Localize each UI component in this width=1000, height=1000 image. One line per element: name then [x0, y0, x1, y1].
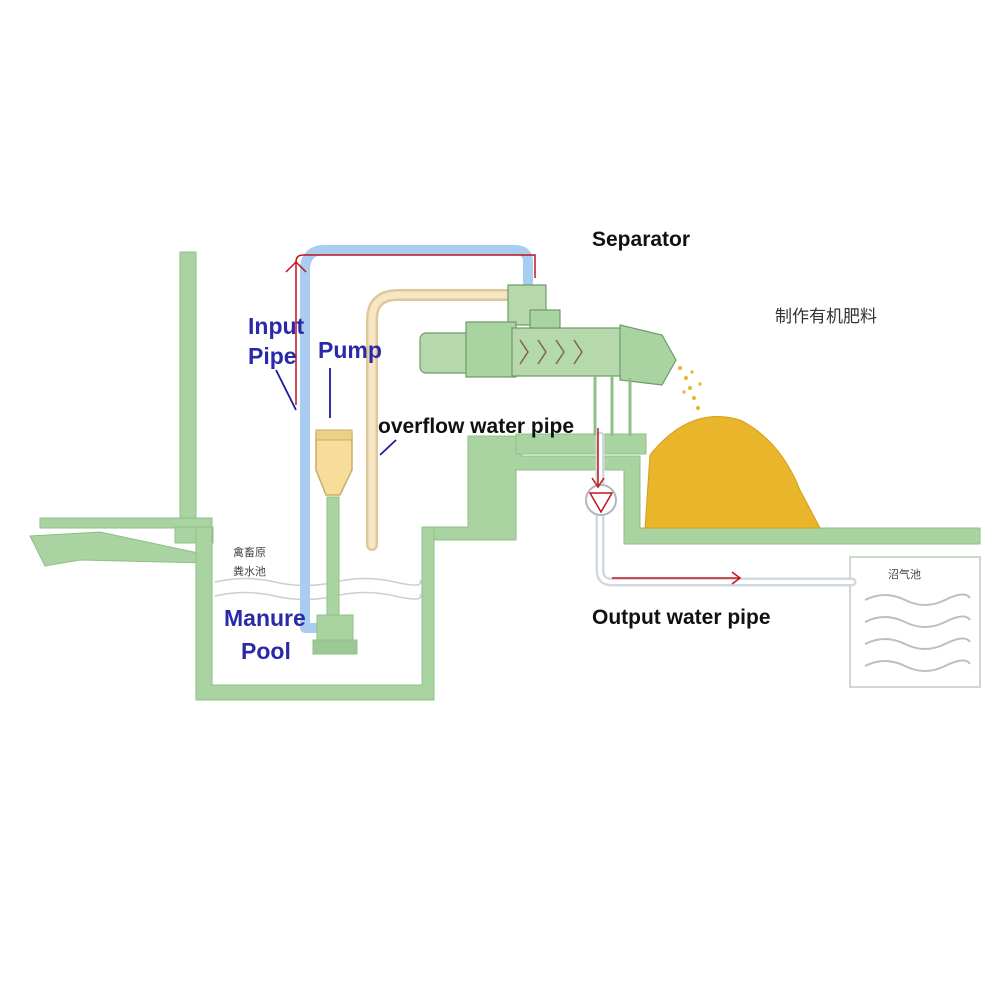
biogas-pool — [849, 556, 981, 688]
output-pipe-label: Output water pipe — [592, 606, 771, 629]
separator-label: Separator — [592, 228, 690, 251]
pump-label: Pump — [318, 337, 382, 363]
separator-platform — [422, 435, 981, 545]
pump-cap — [315, 429, 353, 441]
concrete-structure — [29, 251, 981, 701]
pump-foot — [312, 639, 358, 655]
left-post — [179, 251, 197, 533]
separator-gearbox — [465, 321, 517, 378]
input-pipe — [300, 245, 533, 633]
overflow-pipe-highlight — [368, 291, 524, 549]
biogas-pool-label: 沼气池 — [888, 567, 921, 581]
manure-pool-label-line2: Pool — [241, 638, 291, 664]
manure-pool-cn-line1: 禽畜原 — [233, 545, 266, 559]
leader-lines — [275, 368, 397, 456]
organic-fertilizer-label: 制作有机肥料 — [775, 307, 877, 327]
separator-screen — [511, 327, 623, 377]
separator-outlet — [619, 324, 677, 386]
manure-pool-water — [214, 577, 422, 601]
input-pipe-label-line1: Input — [248, 313, 305, 339]
fertilizer-pile — [644, 416, 821, 529]
pump-shaft — [326, 496, 340, 616]
manure-pool-label-line1: Manure — [224, 605, 306, 631]
pump-base — [316, 614, 354, 644]
separator-hopper — [529, 309, 561, 329]
flow-arrows — [285, 254, 742, 585]
falling-solids — [678, 366, 702, 410]
pump-motor — [315, 433, 353, 496]
overflow-pipe-label: overflow water pipe — [378, 415, 574, 438]
biogas-pool-waves — [864, 593, 971, 672]
platform-top — [515, 433, 647, 455]
pump — [312, 429, 358, 655]
manure-pool-cn-line2: 粪水池 — [233, 564, 266, 578]
input-pipe-label-line2: Pipe — [248, 343, 297, 369]
output-pipe-inner — [598, 434, 854, 584]
separator-machine — [419, 284, 677, 436]
valve-icon — [585, 484, 617, 516]
